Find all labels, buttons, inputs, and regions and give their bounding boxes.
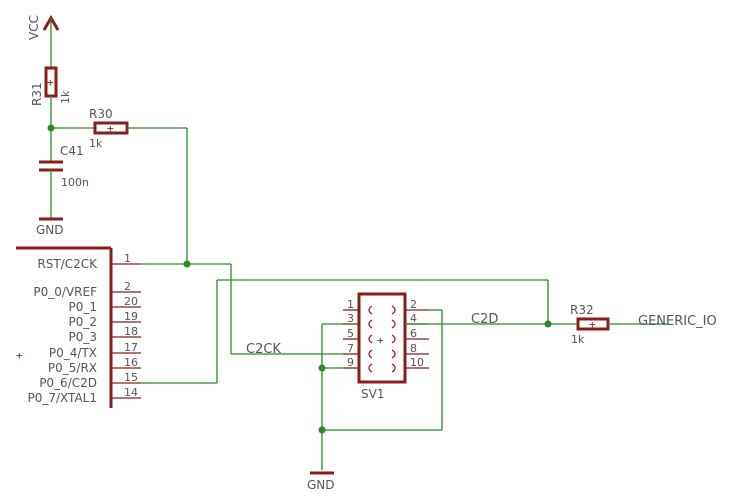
sv1-pin-5[interactable]: 5 xyxy=(343,327,373,344)
mcu-pin-17[interactable]: P0_4/TX 17 xyxy=(49,341,141,360)
c41-name: C41 xyxy=(60,144,84,158)
sv1-pin-9[interactable]: 9 xyxy=(343,356,373,373)
r31-value: 1k xyxy=(59,90,72,104)
capacitor-c41[interactable]: C41 100n xyxy=(39,144,89,189)
sv1-pin-6[interactable]: 6 xyxy=(391,327,429,344)
mcu-pin-number: 20 xyxy=(124,295,138,308)
mcu-pin-1[interactable]: RST/C2CK 1 xyxy=(37,252,141,271)
gnd-label-top: GND xyxy=(36,223,64,237)
net-label-c2d: C2D xyxy=(471,312,498,327)
sv1-pin-number: 10 xyxy=(410,356,424,369)
net-label-generic-io: GENERIC_IO xyxy=(638,314,717,329)
sv1-pin-list: 13 5 79 24 6 810 xyxy=(343,298,429,373)
r32-name: R32 xyxy=(570,303,594,317)
svg-text:+: + xyxy=(377,334,384,347)
sv1-body xyxy=(357,292,407,384)
sv1-name: SV1 xyxy=(361,387,384,401)
r30-name: R30 xyxy=(89,107,113,121)
mcu-pin-20[interactable]: P0_1 20 xyxy=(68,295,141,314)
sv1-pin-number: 7 xyxy=(347,342,354,355)
mcu-pin-name: P0_4/TX xyxy=(49,346,97,360)
svg-text:+: + xyxy=(107,122,114,135)
r32-value: 1k xyxy=(571,333,585,346)
r31-name: R31 xyxy=(30,82,44,106)
sv1-pin-4[interactable]: 4 xyxy=(391,312,429,329)
mcu-pin-number: 16 xyxy=(124,356,138,369)
gnd-label-bottom: GND xyxy=(307,478,335,492)
sv1-pin-8[interactable]: 8 xyxy=(391,342,429,359)
sv1-pin-3[interactable]: 3 xyxy=(343,312,373,329)
mcu-pin-19[interactable]: P0_2 19 xyxy=(68,310,141,329)
mcu-pin-name: P0_3 xyxy=(68,330,97,344)
mcu-pin-name: P0_0/VREF xyxy=(33,285,97,299)
svg-text:+: + xyxy=(589,318,596,331)
sv1-pin-number: 5 xyxy=(347,327,354,340)
sv1-pin-number: 1 xyxy=(347,298,354,311)
mcu-pin-name: P0_6/C2D xyxy=(39,376,97,390)
r30-value: 1k xyxy=(89,137,103,150)
mcu-pin-18[interactable]: P0_3 18 xyxy=(68,325,141,344)
mcu-pin-14[interactable]: P0_7/XTAL1 14 xyxy=(28,386,142,405)
connector-sv1[interactable]: + SV1 13 5 79 24 6 810 xyxy=(343,292,429,401)
mcu-pin-number: 19 xyxy=(124,310,138,323)
mcu-pin-number: 2 xyxy=(124,280,131,293)
mcu-pin-name: RST/C2CK xyxy=(37,257,98,271)
mcu-pin-number: 14 xyxy=(124,386,138,399)
mcu-pin-name: P0_2 xyxy=(68,315,97,329)
mcu-pin-number: 1 xyxy=(124,252,131,265)
sv1-pin-number: 9 xyxy=(347,356,354,369)
junction-gnd-bottom xyxy=(318,426,326,434)
sv1-pin-2[interactable]: 2 xyxy=(391,298,429,315)
mcu-pin-number: 17 xyxy=(124,341,138,354)
sv1-pin-number: 4 xyxy=(410,312,417,325)
sv1-pin-7[interactable]: 7 xyxy=(343,342,373,359)
junction-rst xyxy=(183,260,191,268)
mcu-pin-2[interactable]: P0_0/VREF 2 xyxy=(33,280,141,299)
sv1-pin-1[interactable]: 1 xyxy=(343,298,373,315)
mcu-pin-number: 15 xyxy=(124,371,138,384)
sv1-pin-number: 8 xyxy=(410,342,417,355)
mcu-pin-name: P0_1 xyxy=(68,300,97,314)
net-label-c2ck: C2CK xyxy=(246,342,281,357)
resistor-r32[interactable]: + R32 1k xyxy=(570,303,610,346)
resistor-r30[interactable]: + R30 1k xyxy=(89,107,129,150)
origin-mark: + xyxy=(16,349,23,362)
sv1-pin-number: 3 xyxy=(347,312,354,325)
c41-value: 100n xyxy=(61,176,89,189)
gnd-symbol-top: GND xyxy=(36,217,64,237)
svg-text:+: + xyxy=(47,76,54,89)
gnd-symbol-bottom: GND xyxy=(307,471,335,492)
sv1-pin-number: 2 xyxy=(410,298,417,311)
sv1-pin-number: 6 xyxy=(410,327,417,340)
mcu-pin-name: P0_7/XTAL1 xyxy=(28,391,98,405)
mcu-pin-name: P0_5/RX xyxy=(48,361,97,375)
mcu-pin-16[interactable]: P0_5/RX 16 xyxy=(48,356,141,375)
junction-gnd-sv1 xyxy=(318,364,326,372)
sv1-pin-10[interactable]: 10 xyxy=(391,356,429,373)
mcu-pin-15[interactable]: P0_6/C2D 15 xyxy=(39,371,141,390)
mcu-pin-number: 18 xyxy=(124,325,138,338)
vcc-symbol: VCC xyxy=(27,15,60,68)
vcc-label: VCC xyxy=(27,15,41,40)
